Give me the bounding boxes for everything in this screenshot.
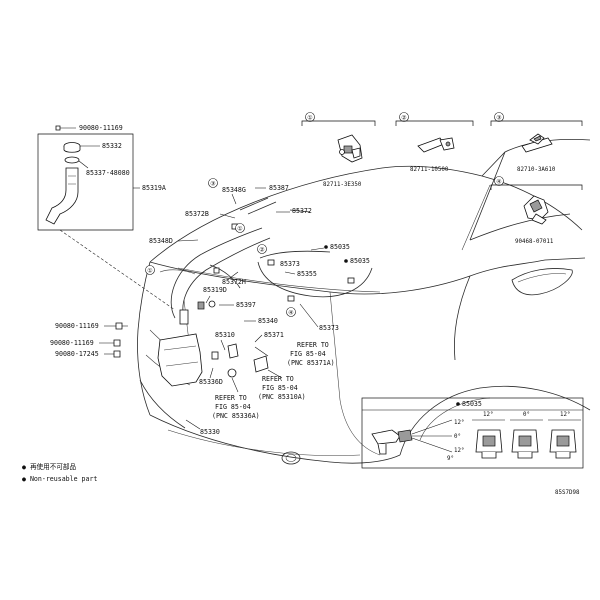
inset-col3-header: 12° [560, 412, 570, 418]
legend-en: ● Non-reusable part [22, 475, 97, 483]
callout-3-label: ③ [496, 114, 501, 121]
detail-callouts: ① 82711-3E350 ② 82711-10500 ③ 82710-3A61… [301, 112, 583, 245]
refer1-line2: FIG 85-04 [290, 350, 326, 358]
label-85355: 85355 [297, 270, 317, 278]
label-85336D: 85336D [199, 378, 223, 386]
label-90080-11169-l2: 90080-11169 [50, 339, 94, 347]
detail-2-part-number: 82711-10500 [410, 167, 449, 173]
label-85340: 85340 [258, 317, 278, 325]
label-85373-a: 85373 [280, 260, 300, 268]
filler-neck-group: 90080-11169 85332 85337-48080 85319A [37, 124, 176, 311]
refer2-line3: (PNC 85310A) [258, 393, 306, 401]
hose-callout-1a: ① [237, 225, 242, 232]
nozzle-front-view-3 [549, 429, 577, 459]
inset-title: 85035 [462, 400, 482, 408]
nozzle-front-view-2 [511, 429, 539, 459]
label-85348D: 85348D [149, 237, 173, 245]
detail-4-part-number: 90468-07011 [515, 239, 554, 245]
label-85319A: 85319A [142, 184, 166, 192]
legend-jp: ● 再使用不可部品 [22, 462, 77, 471]
label-85397: 85397 [236, 301, 256, 309]
hose-callouts: ③ ① ② ① ④ [145, 178, 296, 317]
inset-angle-top: 12° [454, 420, 464, 426]
refer2-line1: REFER TO [262, 375, 294, 383]
label-85035-a: 85035 [330, 243, 350, 251]
refer3-line3: (PNC 85336A) [212, 412, 260, 420]
inset-col1-header: 12° [483, 412, 493, 418]
label-90080-11169-top: 90080-11169 [79, 124, 123, 132]
refer1-line1: REFER TO [297, 341, 329, 349]
callout-4-label: ④ [496, 178, 501, 185]
callout-2-marker [399, 112, 409, 122]
refer-to-notes: REFER TO FIG 85-04 (PNC 85371A) REFER TO… [212, 341, 335, 420]
refer1-line3: (PNC 85371A) [287, 359, 335, 367]
hose-callout-3: ③ [210, 180, 215, 187]
legend: ● 再使用不可部品 ● Non-reusable part [22, 462, 97, 483]
label-85387: 85387 [269, 184, 289, 192]
refer3-line1: REFER TO [215, 394, 247, 402]
hose-callout-2: ② [259, 246, 264, 253]
washer-reservoir [113, 300, 269, 387]
refer3-line2: FIG 85-04 [215, 403, 251, 411]
callout-4-marker [494, 176, 504, 186]
detail-3-part-illustration [521, 133, 553, 153]
inset-angle-lo: 9° [447, 456, 454, 462]
inset-angle-bot: 12° [454, 448, 464, 454]
inset-frame [361, 397, 584, 469]
part-labels: 85348G 85387 85372B 85372 85348D 85035 8… [50, 184, 370, 436]
label-85348G: 85348G [222, 186, 246, 194]
nozzle-angle-inset: 85035 12° 0° 12° 12° 0° 12° 9° [361, 397, 584, 469]
label-85372-top: 85372 [292, 207, 312, 215]
label-85310: 85310 [215, 331, 235, 339]
nozzle-front-view-1 [475, 429, 503, 459]
inset-angle-mid: 0° [454, 434, 461, 440]
hose-callout-1b: ① [147, 267, 152, 274]
hose-callout-4: ④ [288, 309, 293, 316]
label-85371: 85371 [264, 331, 284, 339]
callout-1-marker [305, 112, 315, 122]
detail-3-part-number: 82710-3A610 [517, 167, 556, 173]
callout-1-label: ① [307, 114, 312, 121]
label-85332: 85332 [102, 142, 122, 150]
filler-neck-box [37, 133, 134, 231]
label-90080-17245: 90080-17245 [55, 350, 99, 358]
detail-1-part-number: 82711-3E350 [323, 182, 362, 188]
detail-2-part-illustration [417, 137, 455, 153]
label-85372H: 85372H [222, 278, 246, 286]
label-90080-11169-l1: 90080-11169 [55, 322, 99, 330]
label-85337-48080: 85337-48080 [86, 169, 130, 177]
label-85319D: 85319D [203, 286, 227, 294]
refer2-line2: FIG 85-04 [262, 384, 298, 392]
label-85372B: 85372B [185, 210, 209, 218]
label-85035-b: 85035 [350, 257, 370, 265]
inset-col2-header: 0° [523, 412, 530, 418]
label-85373-b: 85373 [319, 324, 339, 332]
figure-code: 85S7D98 [555, 490, 580, 496]
detail-1-part-illustration [337, 134, 363, 163]
callout-3-marker [494, 112, 504, 122]
callout-2-label: ② [401, 114, 406, 121]
label-85330: 85330 [200, 428, 220, 436]
detail-4-part-illustration [523, 195, 549, 225]
